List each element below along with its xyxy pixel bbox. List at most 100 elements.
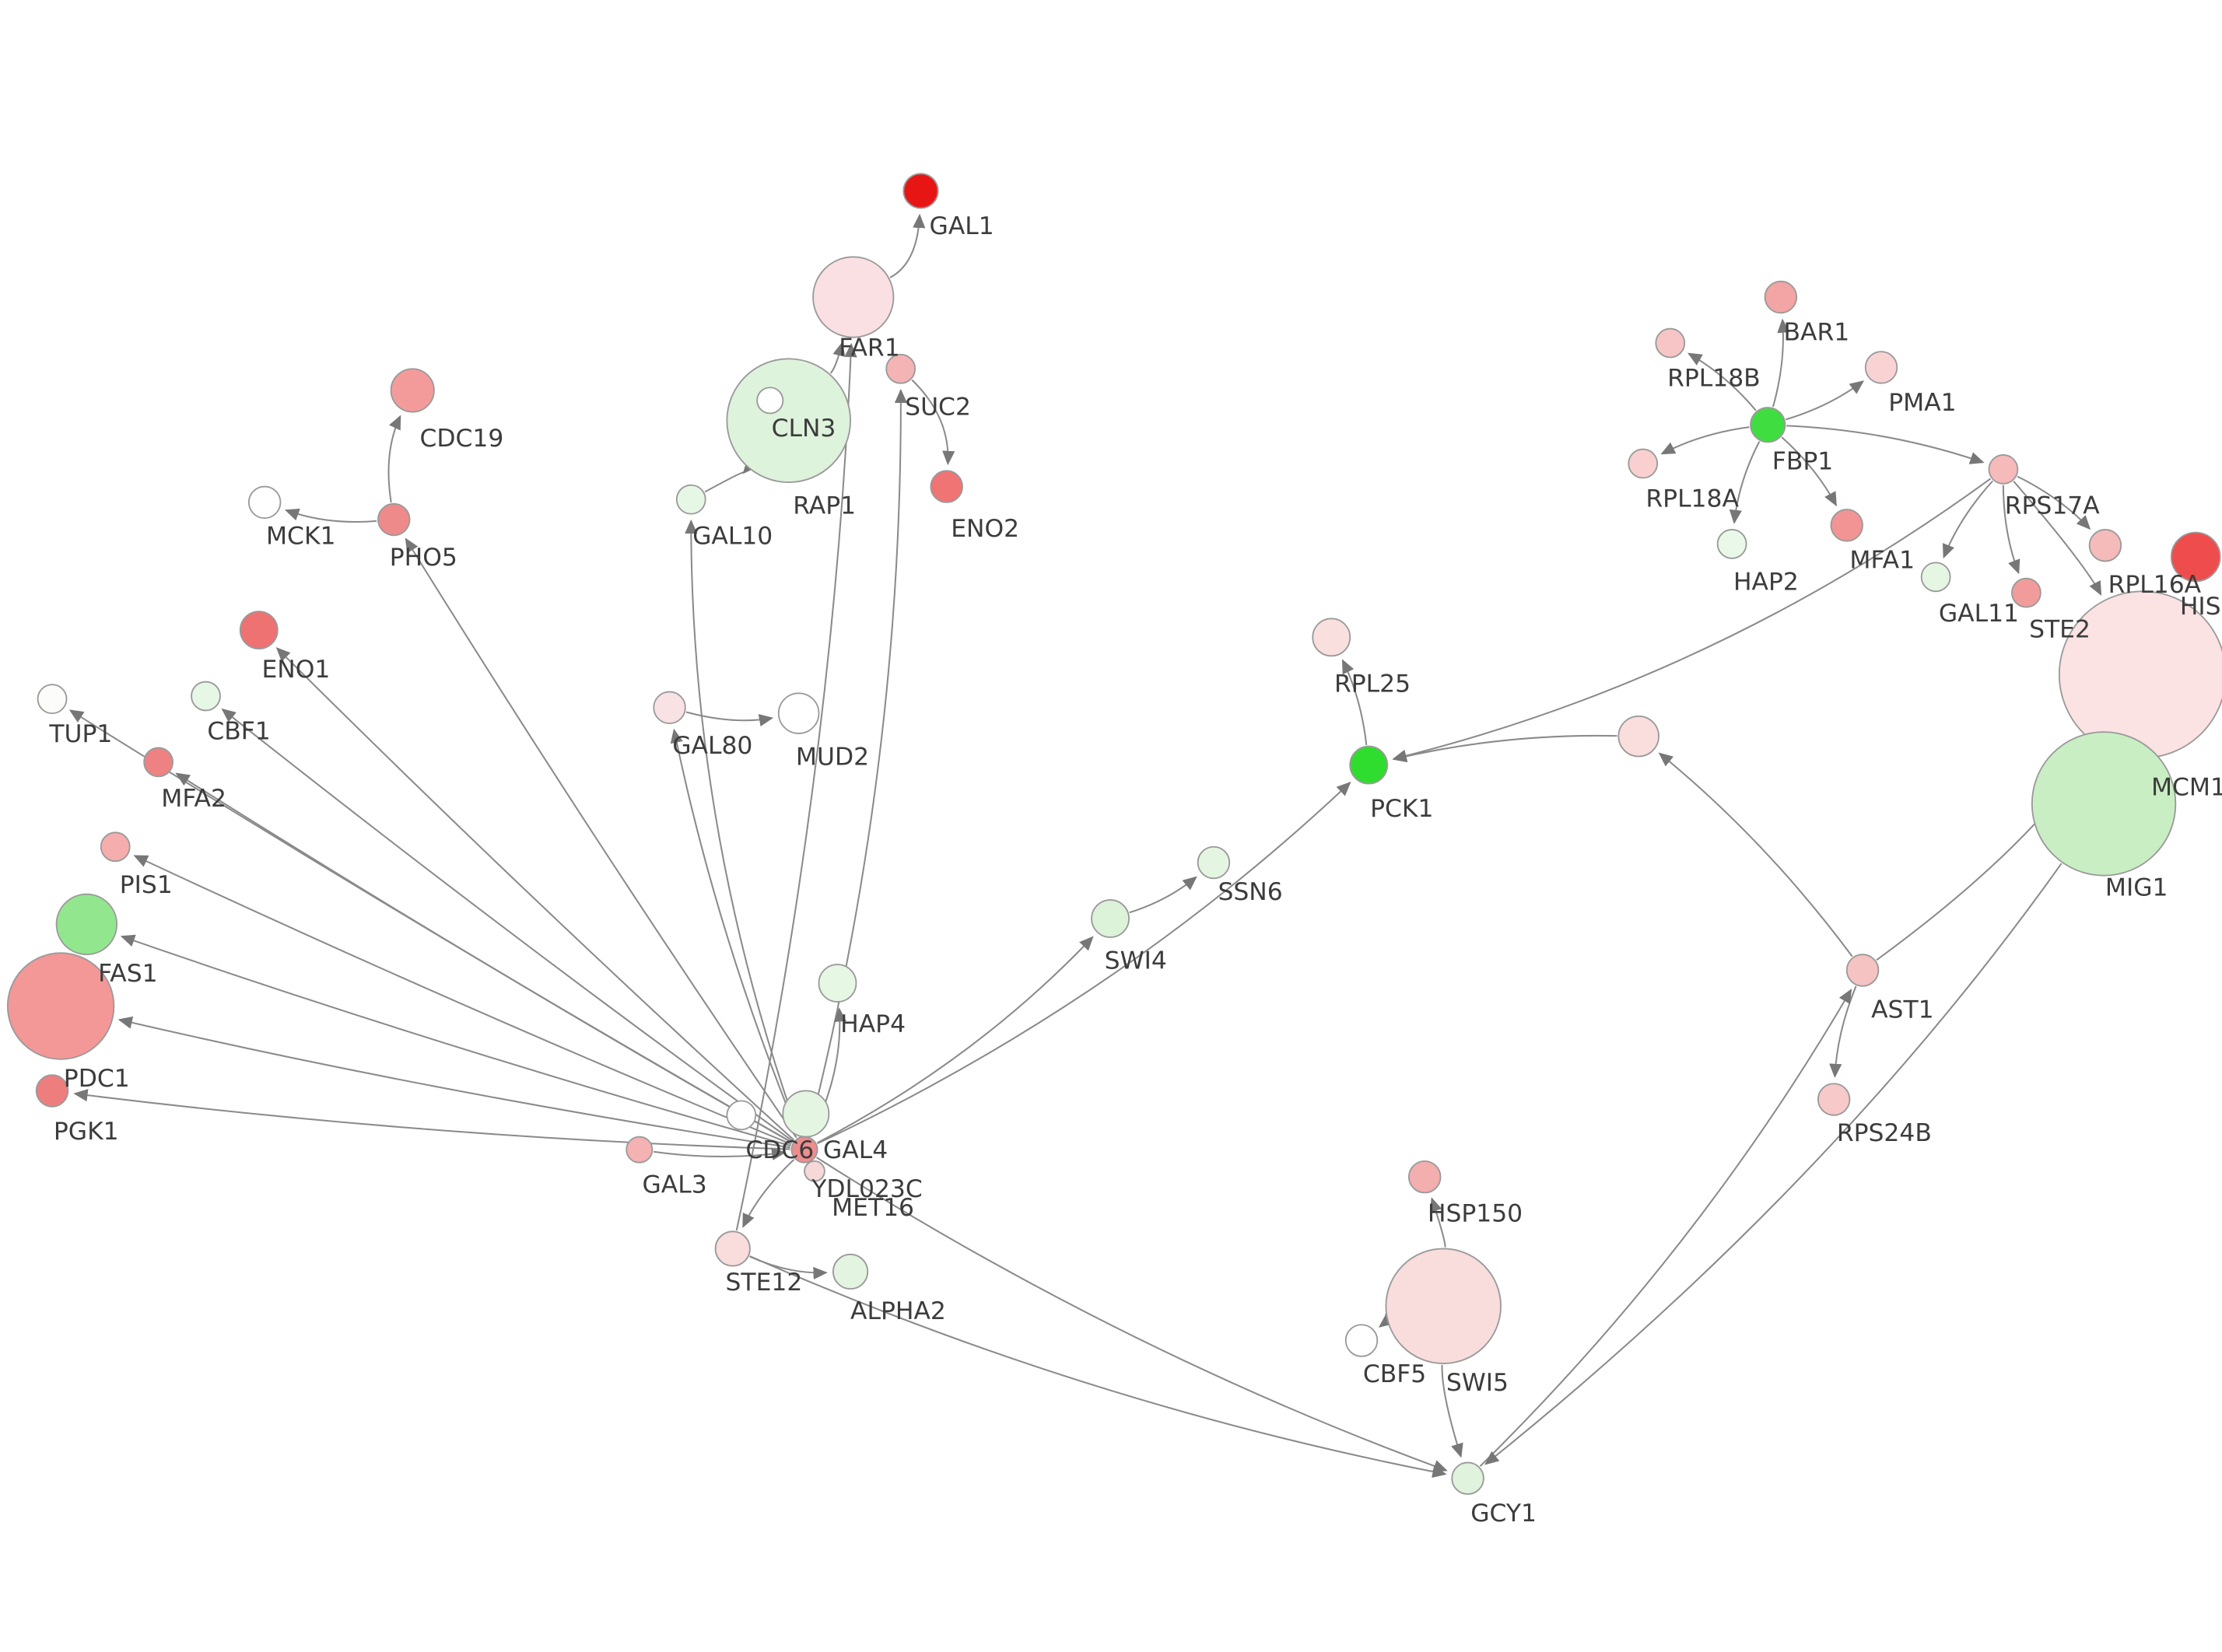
node-label-MET16: MET16	[832, 1194, 914, 1222]
edge-NODE_X-PCK1	[1392, 734, 1617, 763]
node-CDC19[interactable]	[390, 368, 435, 413]
node-CBF1[interactable]	[191, 681, 221, 712]
node-PIS1[interactable]	[100, 831, 131, 863]
edge-GAL80-MUD2	[685, 711, 774, 727]
node-YDL023C[interactable]	[782, 1090, 830, 1138]
node-label-FAS1: FAS1	[98, 960, 157, 988]
node-CLN3[interactable]	[726, 358, 851, 483]
node-SUC2[interactable]	[885, 353, 916, 384]
node-ENO2[interactable]	[930, 470, 963, 503]
node-label-SWI5: SWI5	[1446, 1369, 1509, 1397]
node-MET16[interactable]	[804, 1160, 825, 1182]
node-label-GAL1: GAL1	[930, 212, 994, 240]
edge-GAL4-SWI4	[816, 936, 1094, 1144]
node-MCK1[interactable]	[247, 485, 282, 520]
node-GAL11[interactable]	[1920, 562, 1951, 593]
edge-FBP1-MFA1	[1781, 436, 1837, 507]
node-PHO5[interactable]	[377, 502, 411, 537]
node-label-SSN6: SSN6	[1218, 878, 1282, 906]
node-RAP1[interactable]	[756, 387, 784, 415]
node-MIG1[interactable]	[2031, 731, 2177, 877]
node-label-PGK1: PGK1	[54, 1118, 119, 1146]
edge-STE12-GCY1	[749, 1255, 1447, 1479]
edge-FBP1-BAR1	[1772, 318, 1790, 408]
edge-RPS17A-GAL11	[1942, 480, 1993, 559]
node-PCK1[interactable]	[1349, 745, 1389, 785]
edge-SWI5-HSP150	[1429, 1197, 1446, 1248]
edge-GAL4-PDC1	[117, 1016, 790, 1149]
edge-GAL4-CBF1	[221, 708, 794, 1143]
node-label-FBP1: FBP1	[1772, 447, 1833, 475]
node-HAP2[interactable]	[1716, 529, 1747, 559]
edge-AST1-RPS24B	[1829, 985, 1857, 1079]
node-GAL4[interactable]	[790, 1136, 818, 1164]
edge-GAL3-GAL4	[653, 1147, 787, 1160]
node-label-HAP4: HAP4	[840, 1010, 906, 1038]
node-PMA1[interactable]	[1864, 351, 1898, 384]
edge-FBP1-RPL18B	[1687, 352, 1757, 411]
node-STE12[interactable]	[714, 1230, 751, 1267]
edge-RPS17A-STE2	[2002, 485, 2020, 575]
node-GAL80[interactable]	[653, 691, 686, 724]
node-MUD2[interactable]	[777, 692, 820, 734]
node-GAL10[interactable]	[675, 484, 706, 515]
edge-GAL10-CLN3	[704, 459, 757, 493]
node-SSN6[interactable]	[1197, 845, 1231, 880]
node-label-ENO2: ENO2	[951, 515, 1019, 543]
node-PGK1[interactable]	[35, 1074, 69, 1108]
node-label-MIG1: MIG1	[2105, 873, 2168, 901]
edge-GAL4-PCK1	[817, 782, 1351, 1145]
node-BAR1[interactable]	[1764, 280, 1798, 314]
node-RPL25[interactable]	[1312, 618, 1351, 657]
node-label-GAL11: GAL11	[1939, 600, 2019, 628]
edge-SWI5-GCY1	[1441, 1364, 1463, 1458]
node-unlabeled[interactable]	[1617, 715, 1659, 758]
node-label-RPL18A: RPL18A	[1645, 485, 1739, 513]
node-ENO1[interactable]	[239, 611, 279, 650]
edge-GAL4-PGK1	[73, 1089, 790, 1150]
node-HAP4[interactable]	[818, 964, 857, 1003]
node-RPL16A[interactable]	[2088, 529, 2122, 562]
edge-FBP1-PMA1	[1786, 380, 1865, 421]
node-PDC1[interactable]	[6, 952, 115, 1060]
edge-FBP1-RPS17A	[1786, 425, 1985, 464]
nodes-layer	[6, 173, 2222, 1495]
node-RPS17A[interactable]	[1988, 454, 2019, 485]
node-label-MFA2: MFA2	[161, 785, 226, 813]
node-label-FAR1: FAR1	[839, 334, 899, 362]
node-GAL1[interactable]	[902, 173, 939, 209]
node-RPS24B[interactable]	[1817, 1083, 1851, 1116]
edge-RPS17A-RPL16A	[2017, 475, 2091, 530]
edge-GAL4-PHO5	[405, 537, 797, 1139]
node-FAS1[interactable]	[55, 893, 118, 956]
node-RPL18B[interactable]	[1655, 327, 1686, 359]
node-CBF5[interactable]	[1344, 1324, 1379, 1357]
edge-CLN3-FAR1	[829, 341, 846, 374]
node-HSP150[interactable]	[1407, 1160, 1442, 1194]
node-MFA2[interactable]	[143, 747, 173, 778]
node-FBP1[interactable]	[1750, 407, 1786, 443]
node-SWI4[interactable]	[1091, 899, 1130, 938]
node-MFA1[interactable]	[1830, 509, 1863, 542]
node-label-HSP150: HSP150	[1428, 1199, 1523, 1227]
node-RPL18A[interactable]	[1628, 448, 1659, 479]
edge-GCY1-AST1	[1479, 989, 1852, 1467]
node-HIS4[interactable]	[2170, 531, 2221, 583]
node-TUP1[interactable]	[37, 684, 68, 715]
node-GAL3[interactable]	[626, 1136, 654, 1164]
node-label-GAL4: GAL4	[823, 1136, 888, 1164]
node-label-STE12: STE12	[726, 1269, 803, 1297]
node-SWI5[interactable]	[1385, 1248, 1502, 1365]
edge-FBP1-RPL18A	[1660, 426, 1750, 455]
node-label-PHO5: PHO5	[390, 544, 457, 572]
edge-GAL4-GAL10	[685, 519, 801, 1137]
node-label-CDC19: CDC19	[419, 425, 503, 453]
node-CDC6[interactable]	[726, 1100, 757, 1131]
node-STE2[interactable]	[2011, 577, 2042, 608]
edge-GAL4-ENO1	[275, 647, 795, 1141]
node-AST1[interactable]	[1845, 954, 1880, 987]
node-GCY1[interactable]	[1451, 1461, 1484, 1495]
node-FAR1[interactable]	[812, 256, 895, 338]
edge-GAL4-FAS1	[120, 934, 791, 1147]
node-ALPHA2[interactable]	[832, 1253, 869, 1290]
